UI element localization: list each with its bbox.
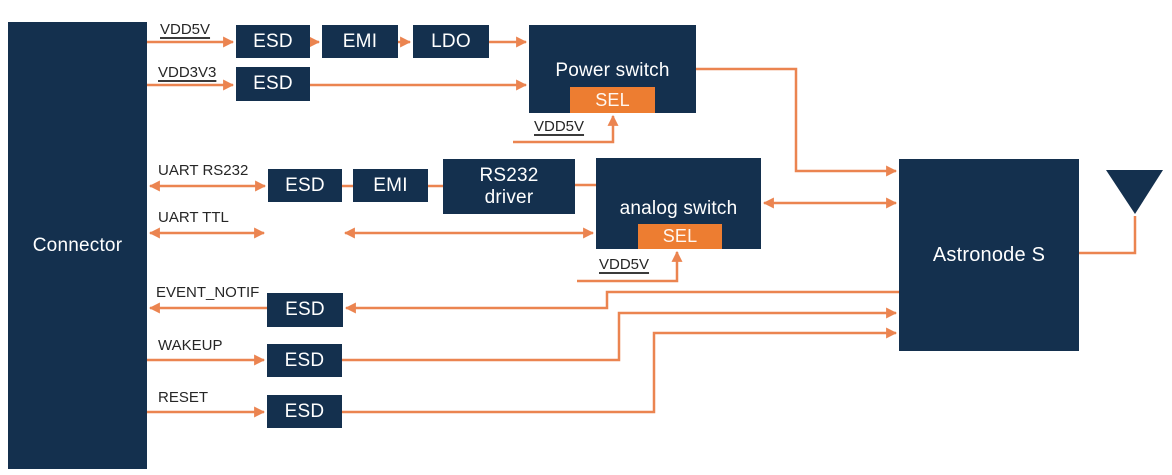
esd-block-vdd3v3: ESD [236, 67, 310, 101]
esd-label: ESD [284, 400, 325, 422]
wire-event-notif-astronode-esd [344, 290, 899, 314]
signal-label-vdd5v-analog-sel: VDD5V [599, 256, 650, 273]
signal-label-vdd3v3: VDD3V3 [158, 64, 217, 81]
analog-switch-label: analog switch [619, 198, 738, 220]
emi-block-uart-rs232: EMI [353, 169, 428, 202]
esd-block-event-notif: ESD [267, 293, 343, 327]
astronode-label: Astronode S [932, 243, 1046, 266]
connector-label: Connector [32, 234, 123, 256]
esd-label: ESD [285, 299, 325, 321]
wire-vdd5v-analog-sel [577, 250, 683, 283]
signal-label-reset: RESET [158, 389, 209, 406]
wire-astronode-antenna [1079, 216, 1137, 255]
esd-label: ESD [253, 73, 293, 95]
esd-label: ESD [284, 349, 325, 371]
emi-block-vdd5v: EMI [322, 25, 398, 58]
signal-label-uart-rs232: UART RS232 [158, 162, 249, 179]
power-sel-block: SEL [570, 87, 655, 113]
rs232-driver-label-line2: driver [484, 186, 534, 208]
sel-label: SEL [662, 226, 698, 247]
power-switch-block: Power switch SEL [529, 25, 696, 113]
antenna-icon [1106, 170, 1163, 214]
esd-block-wakeup: ESD [267, 344, 342, 377]
esd-block-uart-rs232: ESD [268, 169, 342, 202]
ldo-block: LDO [413, 25, 489, 58]
signal-label-uart-ttl: UART TTL [158, 209, 229, 226]
wire-wakeup-esd-astronode [342, 307, 898, 362]
esd-label: ESD [253, 30, 293, 52]
connector-block: Connector [8, 22, 147, 469]
emi-label: EMI [373, 174, 408, 196]
sel-label: SEL [595, 89, 630, 110]
signal-label-vdd5v-power-sel: VDD5V [534, 118, 585, 135]
rs232-driver-label-line1: RS232 [479, 164, 539, 186]
wire-vdd5v-power-sel [513, 114, 619, 144]
analog-sel-block: SEL [638, 224, 722, 249]
signal-label-vdd5v: VDD5V [160, 21, 211, 38]
wire-reset-esd-astronode [342, 327, 898, 414]
wire-powerswitch-astronode [696, 67, 898, 177]
analog-switch-block: analog switch SEL [596, 158, 761, 249]
ldo-label: LDO [431, 30, 471, 52]
emi-label: EMI [342, 30, 378, 52]
signal-label-event-notif: EVENT_NOTIF [156, 284, 260, 301]
esd-block-vdd5v: ESD [236, 25, 310, 58]
esd-label: ESD [285, 174, 325, 196]
signal-label-wakeup: WAKEUP [158, 337, 223, 354]
esd-block-reset: ESD [267, 395, 342, 428]
astronode-block: Astronode S [899, 159, 1079, 351]
rs232-driver-block: RS232 driver [443, 159, 575, 214]
power-switch-label: Power switch [555, 60, 670, 82]
